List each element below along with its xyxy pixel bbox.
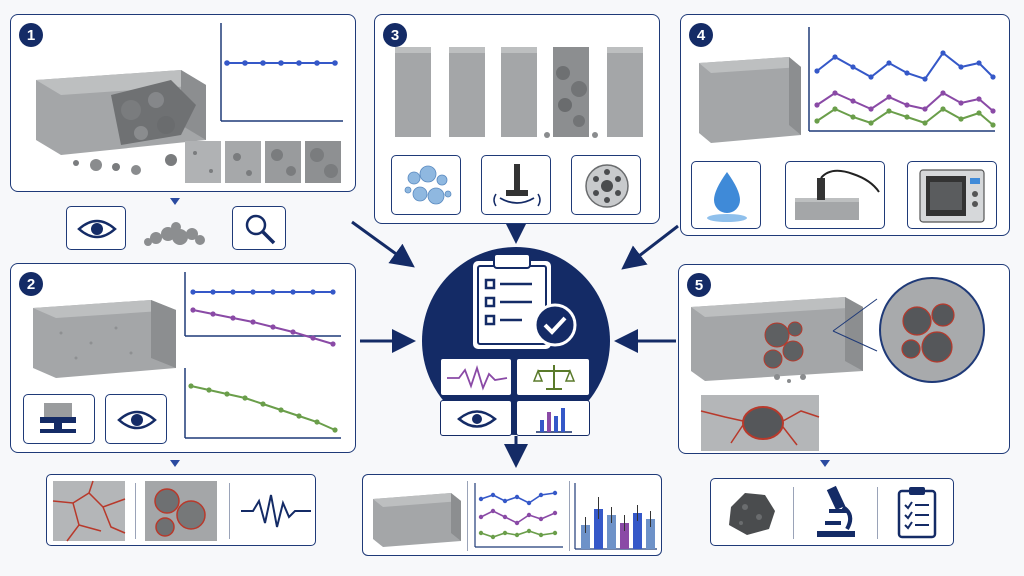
small-arrow-p5 [820,460,830,467]
cross-section-icon-box [571,155,641,215]
concrete-specimens [395,47,643,138]
oven-icon-box [907,161,997,229]
rubble-icon [144,222,205,246]
panel-number-badge: 4 [689,23,713,47]
divider [793,487,794,539]
waveform-icon [241,494,311,528]
concrete-block [699,57,801,143]
panel-3: 3 [374,14,660,224]
divider [569,481,570,551]
oven-icon [919,169,985,223]
panel-1: 1 [10,14,356,192]
eye-icon [117,410,157,430]
bar-chart-icon [536,408,572,433]
multi-series-line-chart [474,483,563,548]
magnified-damage-circle [879,277,985,383]
water-drop-icon-box [691,161,761,229]
panel-number-badge: 5 [687,273,711,297]
damaged-concrete-block [691,297,863,383]
panel-5: 5 [678,264,1010,454]
scale-icon [40,403,76,433]
declining-chart [184,368,341,439]
eye-icon-box [66,206,126,250]
balance-icon-box [516,358,590,396]
panel-number-badge: 1 [19,23,43,47]
panel-5-detail-row [710,478,954,546]
bar-chart-icon-box [516,400,590,436]
panel-number-badge: 2 [19,272,43,296]
sensor-icon-box [481,155,551,215]
eye-icon [457,410,497,428]
microscope-icon [817,485,855,537]
divider [467,481,468,551]
divider [877,487,878,539]
checkmark-icon [533,303,577,347]
eye-icon [77,219,117,239]
water-drop-icon [707,172,747,222]
probe-icon [795,169,880,220]
stable-line-chart [220,23,343,122]
eye-icon-box [105,394,167,444]
bubbles-icon [404,165,452,205]
magnifier-icon [245,214,276,245]
cross-section-icon [585,164,629,208]
arrow-p1-to-center [351,220,415,268]
panel-2-detail-row [46,474,316,546]
waveform-icon-box [440,358,512,396]
sensor-icon [493,164,541,207]
bubbles-icon-box [391,155,461,215]
damaged-surface-tile [145,481,217,541]
eye-icon-box [440,400,512,436]
panel-4: 4 [680,14,1010,236]
fluctuating-line-chart [808,27,996,132]
divider [135,483,136,539]
clipboard-icon [473,253,551,349]
cracked-cavity-tile [700,395,820,451]
crumbling-concrete-block [36,70,206,175]
waveform-icon [447,365,508,391]
divider [229,483,230,539]
zoom-connector [832,298,878,352]
clipboard-icon [897,487,937,539]
magnifier-icon-box [232,206,286,250]
cracked-surface-tile [52,480,126,542]
bar-chart-with-error-bars [574,483,657,550]
concrete-block [33,300,176,378]
scale-icon-box [23,394,95,444]
arrow-p4-to-center [621,224,679,270]
panel-number-badge: 3 [383,23,407,47]
probe-icon-box [785,161,885,229]
small-arrow-p2 [170,460,180,467]
balance-icon [532,365,576,390]
small-arrow-p1 [170,198,180,205]
panel-2: 2 [10,263,356,453]
stable-and-declining-chart [184,272,341,347]
texture-tiles [185,141,341,183]
results-panel [362,474,662,556]
concrete-block [373,493,461,547]
aggregate-stone [729,493,775,535]
